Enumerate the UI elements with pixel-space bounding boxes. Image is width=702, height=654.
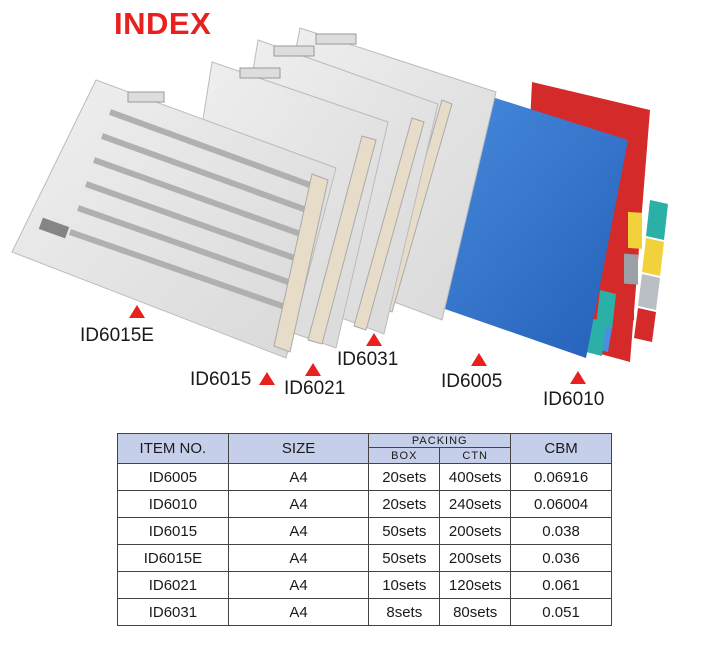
cell-cbm: 0.06916 (510, 463, 612, 491)
header-box: BOX (368, 447, 441, 464)
cell-box: 8sets (368, 598, 441, 626)
marker-id6031 (366, 333, 382, 346)
cell-size: A4 (227, 517, 370, 545)
marker-id6015e (129, 305, 145, 318)
label-id6031: ID6031 (337, 349, 399, 370)
cell-box: 20sets (368, 463, 441, 491)
marker-id6015 (259, 372, 275, 385)
cell-cbm: 0.051 (510, 598, 612, 626)
table-row: ID6010 A4 20sets 240sets 0.06004 (117, 490, 612, 518)
cell-ctn: 80sets (439, 598, 512, 626)
cell-item: ID6005 (117, 463, 229, 491)
cell-size: A4 (227, 463, 370, 491)
spec-table: ITEM NO. SIZE PACKING CBM BOX CTN ID6005… (117, 432, 612, 626)
cell-ctn: 240sets (439, 490, 512, 518)
label-id6010: ID6010 (543, 389, 605, 410)
header-size: SIZE (227, 433, 370, 464)
product-photo (11, 27, 668, 362)
label-id6005: ID6005 (441, 371, 503, 392)
table-row: ID6031 A4 8sets 80sets 0.051 (117, 598, 612, 626)
cell-size: A4 (227, 544, 370, 572)
cell-item: ID6015 (117, 517, 229, 545)
cell-box: 50sets (368, 544, 441, 572)
cell-cbm: 0.038 (510, 517, 612, 545)
cell-size: A4 (227, 490, 370, 518)
cell-ctn: 200sets (439, 517, 512, 545)
cell-ctn: 200sets (439, 544, 512, 572)
header-item-no: ITEM NO. (117, 433, 229, 464)
table-row: ID6015E A4 50sets 200sets 0.036 (117, 544, 612, 572)
cell-item: ID6015E (117, 544, 229, 572)
cell-item: ID6010 (117, 490, 229, 518)
cell-box: 50sets (368, 517, 441, 545)
label-id6015: ID6015 (190, 369, 252, 390)
table-row: ID6015 A4 50sets 200sets 0.038 (117, 517, 612, 545)
cell-cbm: 0.061 (510, 571, 612, 599)
cell-cbm: 0.06004 (510, 490, 612, 518)
cell-size: A4 (227, 598, 370, 626)
header-cbm: CBM (510, 433, 612, 464)
marker-id6010 (570, 371, 586, 384)
marker-id6005 (471, 353, 487, 366)
cell-ctn: 120sets (439, 571, 512, 599)
header-packing: PACKING (368, 432, 512, 449)
gray-divider-id6015e (11, 79, 337, 359)
cell-item: ID6021 (117, 571, 229, 599)
header-ctn: CTN (439, 447, 512, 464)
cell-size: A4 (227, 571, 370, 599)
page-title: INDEX (114, 6, 212, 41)
label-id6021: ID6021 (284, 378, 346, 399)
marker-id6021 (305, 363, 321, 376)
label-id6015e: ID6015E (80, 325, 154, 346)
cell-ctn: 400sets (439, 463, 512, 491)
cell-item: ID6031 (117, 598, 229, 626)
table-row: ID6021 A4 10sets 120sets 0.061 (117, 571, 612, 599)
table-row: ID6005 A4 20sets 400sets 0.06916 (117, 463, 612, 491)
cell-box: 10sets (368, 571, 441, 599)
cell-box: 20sets (368, 490, 441, 518)
cell-cbm: 0.036 (510, 544, 612, 572)
